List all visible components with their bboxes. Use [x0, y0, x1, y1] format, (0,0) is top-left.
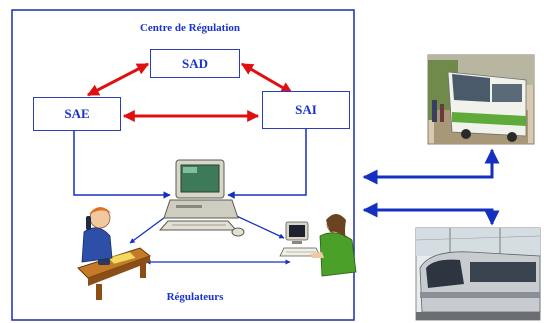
line-sai-computer [227, 129, 307, 199]
operator-computer-icon [279, 214, 357, 277]
line-sae-computer [73, 131, 171, 199]
bus-photo [427, 54, 535, 145]
regulators-label: Régulateurs [166, 291, 224, 303]
arrow-to-bus [362, 148, 500, 185]
sae-label: SAE [64, 106, 90, 121]
tram-photo [415, 227, 541, 321]
arrow-sad-sai [240, 62, 294, 95]
control-center-frame [11, 9, 355, 321]
computer-icon [158, 159, 245, 237]
sai-label: SAI [295, 102, 317, 117]
arrow-to-tram [362, 202, 500, 226]
operator-phone-icon [77, 207, 152, 300]
arrow-sae-sad [86, 62, 150, 97]
control-center-title: Centre de Régulation [139, 22, 240, 34]
sad-box: SAD [150, 49, 240, 78]
sad-label: SAD [181, 55, 208, 71]
sae-box: SAE [33, 97, 121, 131]
sai-box: SAI [262, 91, 350, 129]
